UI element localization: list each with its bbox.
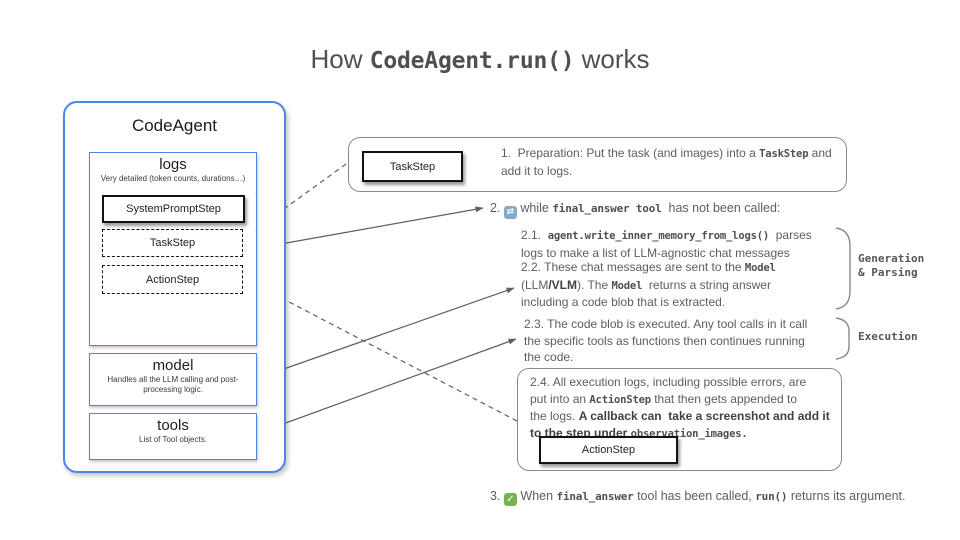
step24-actionstep-box: ActionStep: [539, 436, 678, 464]
actionstep-box: ActionStep: [102, 265, 243, 294]
generation-parsing-label: Generation& Parsing: [858, 252, 925, 279]
logs-title: logs: [159, 156, 187, 173]
tools-box: tools List of Tool objects.: [89, 413, 257, 460]
model-title: model: [152, 357, 194, 374]
step24-text: 2.4. All execution logs, including possi…: [530, 375, 830, 440]
logs-box: logs Very detailed (token counts, durati…: [89, 152, 257, 346]
arrow-step24-to-actionstep: [248, 280, 518, 422]
arrow-model-step22: [260, 287, 515, 378]
model-subtitle: Handles all the LLM calling and post-pro…: [107, 375, 239, 394]
model-box: model Handles all the LLM calling and po…: [89, 353, 257, 406]
taskstep-box: TaskStep: [102, 229, 243, 257]
codeagent-title: CodeAgent: [131, 116, 218, 135]
systempromptstep-label: SystemPromptStep: [126, 203, 221, 215]
step1-taskstep-box: TaskStep: [362, 151, 463, 182]
tools-subtitle: List of Tool objects.: [139, 435, 207, 444]
step23-text: 2.3. The code blob is executed. Any tool…: [524, 317, 808, 364]
step24-callout: 2.4. All execution logs, including possi…: [517, 368, 842, 471]
tools-title: tools: [157, 417, 189, 434]
step1-callout: TaskStep 1. Preparation: Put the task (a…: [348, 137, 847, 192]
step1-taskstep-label: TaskStep: [389, 160, 436, 173]
step3-line: 3. ✓ When final_answer tool has been cal…: [490, 488, 905, 506]
step2-line: 2. ⇄ while final_answer tool has not bee…: [490, 200, 780, 219]
step22-text: 2.2. These chat messages are sent to the…: [521, 260, 776, 309]
step1-text: 1. Preparation: Put the task (and images…: [501, 146, 832, 178]
repeat-icon: ⇄: [503, 206, 517, 219]
step2-text: while final_answer tool has not been cal…: [516, 201, 781, 215]
step2-number: 2.: [490, 201, 501, 215]
check-icon: ✓: [503, 493, 517, 506]
execution-label: Execution: [858, 330, 918, 343]
step3-number: 3.: [490, 489, 501, 503]
step21-text: 2.1. agent.write_inner_memory_from_logs(…: [521, 228, 812, 260]
logs-subtitle: Very detailed (token counts, durations…): [100, 174, 246, 183]
codeagent-panel: CodeAgent logs Very detailed (token coun…: [63, 101, 286, 473]
arrow-logs-to-step2: [257, 206, 484, 249]
actionstep-label: ActionStep: [145, 273, 200, 286]
bracket-generation-parsing: [835, 227, 851, 310]
arrow-tools-step23: [260, 338, 517, 433]
taskstep-label: TaskStep: [149, 237, 196, 249]
bracket-execution: [835, 317, 850, 360]
page-title: How CodeAgent.run() works: [310, 44, 650, 74]
step3-text: When final_answer tool has been called, …: [516, 489, 906, 503]
step24-actionstep-label: ActionStep: [581, 444, 636, 456]
systempromptstep-box: SystemPromptStep: [102, 195, 245, 223]
